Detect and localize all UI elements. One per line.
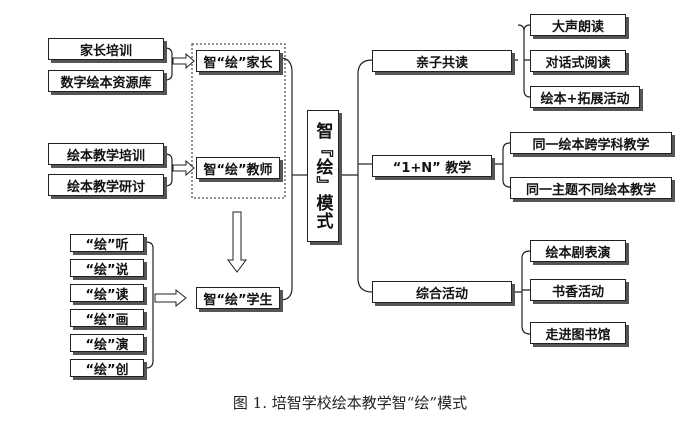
branch2-bracket bbox=[492, 142, 511, 188]
branch2-item-same-theme: 同一主题不同绘本教学 bbox=[510, 177, 672, 199]
dashed-group-frame bbox=[191, 43, 286, 199]
students-item-create: “绘”创 bbox=[70, 359, 144, 378]
branch1-item-dialogic: 对话式阅读 bbox=[530, 50, 626, 72]
branch1-item-read-aloud: 大声朗读 bbox=[530, 14, 626, 36]
students-item-speak: “绘”说 bbox=[70, 259, 144, 278]
parents-arrow bbox=[172, 52, 195, 70]
teachers-item-seminar: 绘本教学研讨 bbox=[48, 174, 164, 196]
center-title: 智『绘』模式 bbox=[307, 110, 339, 242]
students-item-act: “绘”演 bbox=[70, 334, 144, 353]
students-bracket bbox=[145, 241, 154, 369]
branch2-item-cross-subject: 同一绘本跨学科教学 bbox=[510, 132, 672, 154]
branch3-item-drama: 绘本剧表演 bbox=[530, 240, 626, 262]
students-item-draw: “绘”画 bbox=[70, 309, 144, 328]
parents-item-resources: 数字绘本资源库 bbox=[48, 70, 164, 92]
teachers-arrow bbox=[172, 159, 195, 177]
branch3-item-library: 走进图书馆 bbox=[530, 322, 626, 344]
students-item-read: “绘”读 bbox=[70, 284, 144, 303]
down-arrow bbox=[227, 211, 247, 273]
figure-caption: 图 1. 培智学校绘本教学智“绘”模式 bbox=[232, 394, 468, 412]
parents-hub: 智“绘”家长 bbox=[196, 50, 280, 72]
students-hub: 智“绘”学生 bbox=[196, 287, 280, 309]
branch3-item-book-activity: 书香活动 bbox=[530, 279, 626, 301]
teachers-item-training: 绘本教学培训 bbox=[48, 143, 164, 165]
parents-bracket bbox=[164, 47, 173, 81]
branches-bracket bbox=[357, 59, 373, 293]
teachers-bracket bbox=[164, 153, 173, 187]
students-item-listen: “绘”听 bbox=[70, 234, 144, 253]
students-arrow bbox=[154, 288, 187, 308]
teachers-hub: 智“绘”教师 bbox=[196, 157, 280, 179]
branch-activities: 综合活动 bbox=[372, 281, 512, 303]
branch3-bracket bbox=[512, 250, 531, 335]
branch-parent-child-reading: 亲子共读 bbox=[372, 50, 512, 72]
branch1-bracket bbox=[512, 24, 531, 98]
hubs-bracket bbox=[279, 57, 293, 301]
branch-1n-teaching: “1+N” 教学 bbox=[372, 155, 492, 177]
branch1-item-extension: 绘本+拓展活动 bbox=[530, 86, 640, 108]
parents-item-training: 家长培训 bbox=[48, 38, 164, 60]
